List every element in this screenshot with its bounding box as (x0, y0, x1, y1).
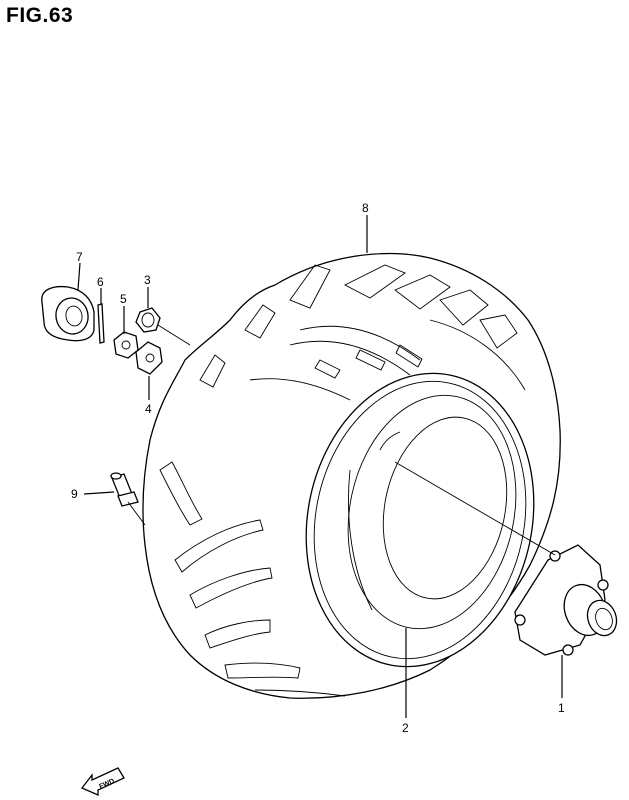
callout-6: 6 (97, 275, 104, 289)
leader-line-7 (77, 262, 81, 291)
tread-groove (249, 378, 351, 401)
callout-5: 5 (120, 292, 127, 306)
rim-shadow (348, 469, 373, 611)
wheel-nut (135, 307, 161, 333)
hub-cap-inner (65, 305, 83, 327)
rim-shadow (379, 431, 401, 451)
hub-bolt-hole (562, 644, 574, 656)
alignment-line-hub (394, 461, 556, 556)
nut-body (135, 307, 161, 333)
tread-lug (344, 264, 406, 299)
sidewall-block (189, 567, 273, 609)
castle-nut (113, 331, 139, 359)
cotter-pin (97, 303, 105, 344)
tread-lug (479, 314, 518, 349)
tire-valve (110, 472, 139, 507)
hub-bolt-hole (514, 614, 526, 626)
callout-9: 9 (71, 487, 78, 501)
tread-groove (314, 359, 341, 379)
callout-1: 1 (558, 701, 565, 715)
wheel-hub (514, 544, 618, 656)
tread-lug (289, 264, 331, 309)
sidewall-block (224, 662, 301, 679)
tread-groove (299, 325, 421, 361)
alignment-line-nut (157, 324, 191, 346)
sidewall-block (159, 461, 203, 526)
alignment-line-valve (127, 501, 146, 526)
tread-groove (355, 349, 386, 371)
tread-groove (289, 340, 411, 376)
callout-2: 2 (402, 721, 409, 735)
valve-cap (110, 472, 122, 480)
cotter-pin-body (97, 303, 105, 344)
tread-lug (199, 354, 226, 388)
washer-hole (145, 353, 155, 363)
hub-spindle (586, 599, 618, 637)
washer-plate (135, 341, 163, 375)
tire (142, 252, 561, 699)
figure-title: FIG.63 (6, 4, 74, 27)
callout-4: 4 (145, 402, 152, 416)
castle-nut-hole (121, 340, 131, 350)
rim-inner-lip (347, 394, 517, 630)
nut-face (141, 312, 155, 328)
callout-7: 7 (76, 250, 83, 264)
rim-outer-edge (305, 372, 535, 668)
rim-hub-mount (382, 416, 508, 600)
hub-bolt-hole (597, 579, 609, 591)
callout-3: 3 (144, 273, 151, 287)
valve-base (117, 491, 139, 507)
forward-direction-badge: FWD (80, 767, 125, 796)
forward-arrow-icon (80, 767, 125, 796)
callout-8: 8 (362, 201, 369, 215)
sidewall-block (174, 519, 264, 573)
leader-line-9 (83, 491, 115, 495)
washer (135, 341, 163, 375)
tread-groove (429, 319, 526, 391)
hub-spindle-bore (595, 607, 613, 631)
sidewall-block (204, 619, 271, 649)
tread-lug (244, 304, 276, 339)
tread-lug (394, 274, 451, 310)
hub-cap (41, 285, 95, 342)
hub-cap-face (55, 297, 89, 335)
sidewall-block (254, 689, 346, 697)
tread-groove (395, 344, 423, 368)
tread-lug (439, 289, 489, 326)
castle-nut-body (113, 331, 139, 359)
rim-edge-line (313, 380, 527, 660)
